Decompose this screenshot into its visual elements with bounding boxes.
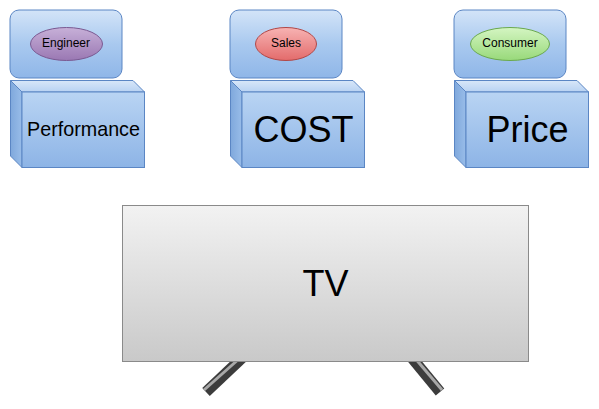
role-label: Consumer: [482, 37, 537, 50]
cube-box: Performance: [10, 80, 145, 168]
tv-leg: [412, 358, 440, 392]
role-tab: [454, 10, 566, 78]
role-tab: [230, 10, 342, 78]
tv-leg: [206, 358, 242, 392]
cube-label: COST: [253, 110, 353, 150]
cube-box: Price: [454, 80, 589, 168]
cube-front: Price: [466, 92, 589, 168]
cube-front: Performance: [22, 92, 145, 168]
role-ellipse: Engineer: [30, 27, 103, 61]
cube-label: Price: [486, 110, 568, 150]
role-tab: [10, 10, 122, 78]
cube-label: Performance: [27, 119, 140, 141]
role-label: Engineer: [42, 37, 90, 50]
tv-screen: TV: [122, 205, 529, 362]
role-ellipse: Sales: [255, 27, 317, 61]
role-ellipse: Consumer: [470, 27, 550, 61]
tv-leg-highlight: [204, 358, 240, 390]
cube-front: COST: [242, 92, 365, 168]
role-label: Sales: [271, 37, 301, 50]
cube-box: COST: [230, 80, 365, 168]
role-tab: [10, 10, 566, 78]
tv-label: TV: [302, 264, 348, 304]
tv-stand: [204, 357, 442, 392]
